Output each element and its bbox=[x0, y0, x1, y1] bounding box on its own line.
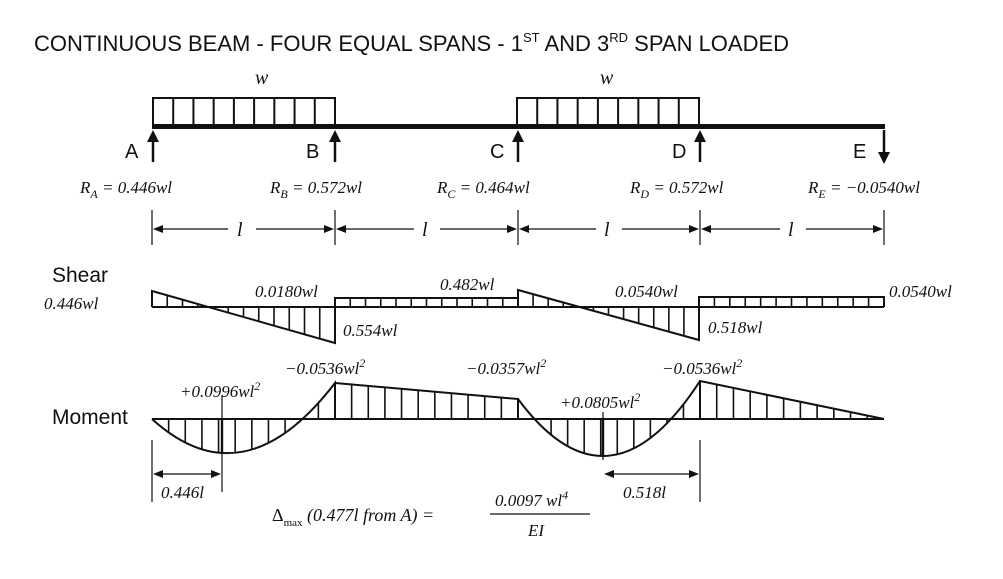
load-span-1: w bbox=[152, 67, 336, 127]
deflection-formula: Δmax (0.477l from A) = 0.0097 wl4 EI bbox=[272, 488, 590, 540]
support-label-c: C bbox=[490, 141, 504, 163]
span-dim-3: l bbox=[519, 219, 699, 241]
span-label-2: l bbox=[422, 219, 428, 241]
moment-label-c: −0.0357wl2 bbox=[466, 356, 546, 378]
title-main: CONTINUOUS BEAM - FOUR EQUAL SPANS - 1 bbox=[34, 31, 523, 56]
reaction-values: RA = 0.446wl RB = 0.572wl RC = 0.464wl R… bbox=[79, 178, 920, 201]
moment-dim-right-label: 0.518l bbox=[623, 483, 666, 502]
title-middle: AND 3 bbox=[540, 31, 610, 56]
title-superscript-1: ST bbox=[523, 30, 540, 45]
load-block-1-hatching bbox=[172, 98, 316, 126]
span-label-3: l bbox=[604, 219, 610, 241]
moment-curve-span-1 bbox=[151, 380, 336, 455]
deflection-numerator: 0.0097 wl4 bbox=[495, 488, 568, 510]
span-dim-4: l bbox=[701, 219, 883, 241]
reaction-c: RC = 0.464wl bbox=[436, 178, 530, 201]
load-block-1 bbox=[152, 97, 336, 127]
moment-hatching bbox=[167, 384, 869, 456]
deflection-denominator: EI bbox=[527, 521, 545, 540]
moment-label-pos2: +0.0805wl2 bbox=[560, 390, 640, 412]
support-label-e: E bbox=[853, 141, 866, 163]
shear-hatching bbox=[166, 294, 870, 339]
title-end: SPAN LOADED bbox=[628, 31, 789, 56]
shear-label-b-left: 0.0180wl bbox=[255, 282, 318, 301]
moment-label-d: −0.0536wl2 bbox=[662, 356, 742, 378]
moment-diagram: Moment +0.0996wl2 −0.0536wl2 −0.0357wl2 … bbox=[52, 356, 885, 502]
support-arrow-c bbox=[512, 130, 524, 162]
support-arrows bbox=[147, 130, 890, 164]
shear-diagram: Shear 0.446wl 0.0180wl 0.554wl 0.482wl 0… bbox=[44, 264, 952, 345]
moment-title: Moment bbox=[52, 406, 128, 429]
support-arrow-d bbox=[694, 130, 706, 162]
support-labels: A B C D E bbox=[125, 141, 866, 163]
reaction-e: RE = −0.0540wl bbox=[807, 178, 920, 201]
load-label-1: w bbox=[255, 67, 269, 89]
reaction-b: RB = 0.572wl bbox=[269, 178, 362, 201]
load-label-3: w bbox=[600, 67, 614, 89]
support-arrow-e bbox=[878, 130, 890, 164]
shear-label-a: 0.446wl bbox=[44, 294, 99, 313]
span-label-1: l bbox=[237, 219, 243, 241]
shear-title: Shear bbox=[52, 264, 108, 287]
moment-label-pos1: +0.0996wl2 bbox=[180, 379, 260, 401]
deflection-left: Δmax (0.477l from A) = bbox=[272, 505, 434, 529]
diagram-title: CONTINUOUS BEAM - FOUR EQUAL SPANS - 1ST… bbox=[34, 30, 789, 56]
moment-label-b: −0.0536wl2 bbox=[285, 356, 365, 378]
moment-dim-left-label: 0.446l bbox=[161, 483, 204, 502]
shear-label-b-right: 0.554wl bbox=[343, 321, 398, 340]
support-label-d: D bbox=[672, 141, 686, 163]
reaction-d: RD = 0.572wl bbox=[629, 178, 724, 201]
support-arrow-a bbox=[147, 130, 159, 162]
title-superscript-2: RD bbox=[609, 30, 628, 45]
load-block-3-hatching bbox=[536, 98, 680, 126]
shear-label-e: 0.0540wl bbox=[889, 282, 952, 301]
shear-span-3 bbox=[517, 288, 700, 342]
moment-curve-span-3 bbox=[517, 380, 701, 457]
load-span-3: w bbox=[516, 67, 700, 127]
shear-span-1 bbox=[151, 289, 336, 345]
shear-label-d-left: 0.0540wl bbox=[615, 282, 678, 301]
span-dimensions: l l l l bbox=[151, 210, 885, 245]
moment-curve-span-2 bbox=[334, 382, 519, 419]
span-dim-1: l bbox=[153, 219, 334, 241]
moment-dim-right: 0.518l bbox=[602, 412, 701, 502]
support-label-a: A bbox=[125, 141, 139, 163]
moment-dim-left: 0.446l bbox=[151, 395, 223, 502]
support-label-b: B bbox=[306, 141, 319, 163]
load-block-3 bbox=[516, 97, 700, 127]
support-arrow-b bbox=[329, 130, 341, 162]
reaction-a: RA = 0.446wl bbox=[79, 178, 172, 201]
shear-label-c: 0.482wl bbox=[440, 275, 495, 294]
shear-label-d-right: 0.518wl bbox=[708, 318, 763, 337]
shear-span-4 bbox=[698, 296, 885, 307]
span-label-4: l bbox=[788, 219, 794, 241]
span-dim-2: l bbox=[336, 219, 517, 241]
moment-curve-span-4 bbox=[699, 379, 885, 420]
